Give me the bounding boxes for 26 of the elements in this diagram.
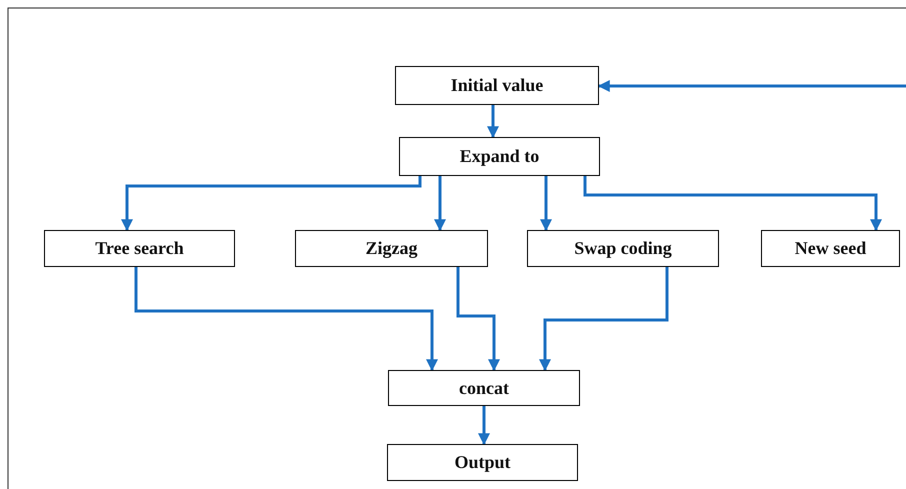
arrow <box>134 267 438 372</box>
arrow <box>121 176 422 232</box>
process-box <box>44 230 235 267</box>
box-label: Zigzag <box>366 238 418 259</box>
box-label: Expand to <box>460 146 540 167</box>
process-box <box>527 230 719 267</box>
arrow <box>434 176 446 232</box>
process-box <box>395 66 599 105</box>
box-label: Swap coding <box>574 238 672 259</box>
arrow <box>456 267 500 372</box>
process-box <box>387 444 578 481</box>
box-label: concat <box>459 378 509 398</box>
box-label: Initial value <box>450 75 544 96</box>
arrow <box>487 105 499 138</box>
box-label: New seed <box>794 238 866 259</box>
process-box <box>399 137 600 176</box>
process-box <box>295 230 488 267</box>
arrow <box>584 176 882 232</box>
arrow <box>598 80 906 92</box>
process-box <box>761 230 900 267</box>
box-label: Tree search <box>95 238 184 259</box>
box-label: Output <box>454 452 511 473</box>
arrow <box>539 267 668 372</box>
arrow <box>478 406 490 446</box>
process-box <box>388 370 580 406</box>
arrow <box>540 176 552 232</box>
